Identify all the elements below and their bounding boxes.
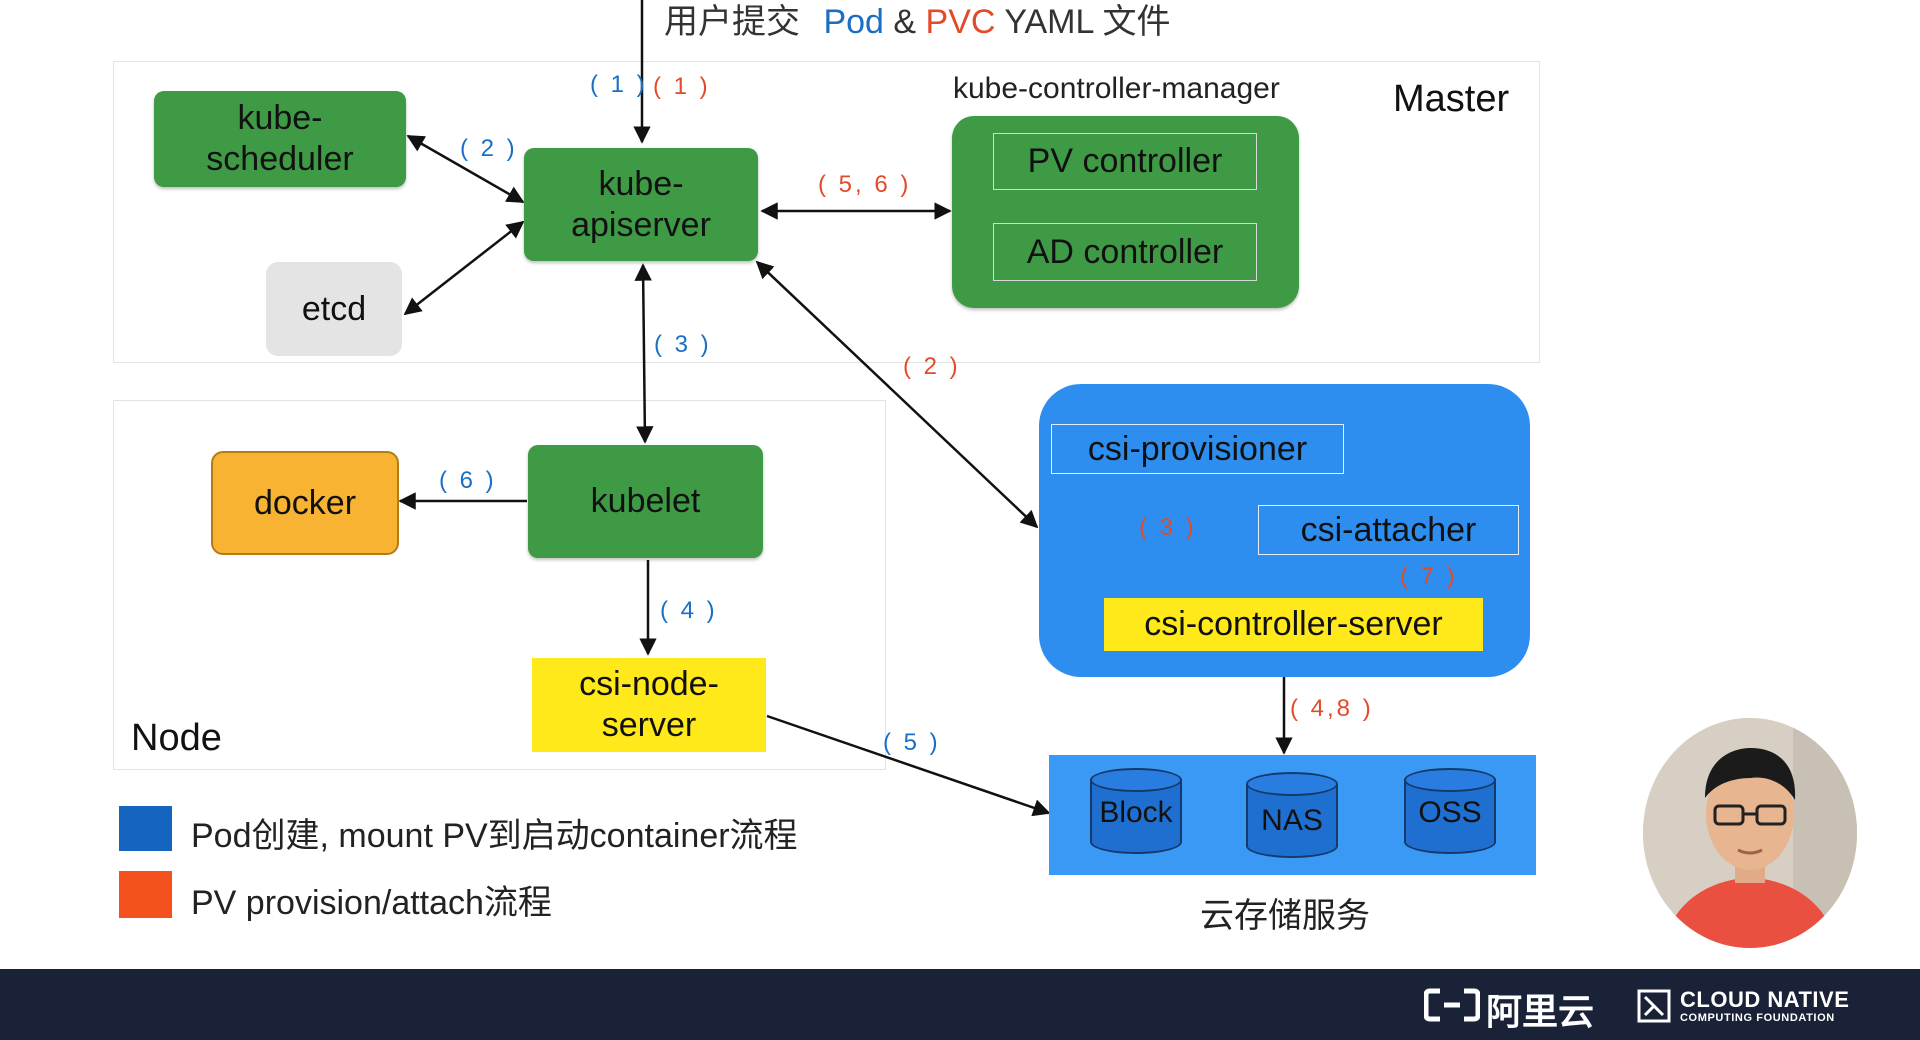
step-blue-6: ( 6 ) [439,467,497,494]
step-red-4-8: ( 4,8 ) [1290,695,1374,722]
cncf-logo-icon [1637,989,1671,1023]
header-amp: & [893,3,917,41]
header-prefix: 用户提交 [664,3,800,41]
presenter-webcam [1643,718,1857,948]
step-red-2: ( 2 ) [903,353,961,380]
cncf-line2: COMPUTING FOUNDATION [1680,1012,1835,1024]
kube-scheduler-box: kube- scheduler [154,91,406,187]
step-blue-2: ( 2 ) [460,135,518,162]
csi-controller-server-box: csi-controller-server [1104,598,1483,651]
footer-bar: 阿里云 CLOUD NATIVE COMPUTING FOUNDATION [0,969,1920,1040]
legend-blue-swatch [119,806,172,851]
kube-apiserver-box: kube- apiserver [524,148,758,261]
step-red-7: ( 7 ) [1400,563,1458,590]
step-red-3: ( 3 ) [1139,514,1197,541]
oss-storage-icon: OSS [1404,768,1496,854]
header-pvc: PVC [925,3,996,41]
step-blue-1: ( 1 ) [590,71,648,98]
aliyun-logo-icon [1424,988,1480,1022]
csi-attacher-box: csi-attacher [1258,505,1519,555]
node-frame [113,400,886,770]
header-title: 用户提交 Pod & PVC YAML 文件 [664,0,1171,43]
presenter-avatar-icon [1643,718,1857,948]
step-red-1: ( 1 ) [653,73,711,100]
oss-label: OSS [1418,796,1482,829]
docker-box: docker [211,451,399,555]
cncf-line1: CLOUD NATIVE [1680,987,1850,1012]
node-label: Node [131,717,222,759]
block-label: Block [1099,796,1173,829]
kube-controller-manager-box [952,116,1299,308]
ad-controller-box: AD controller [993,223,1257,281]
header-pod: Pod [823,3,884,41]
step-red-5-6: ( 5, 6 ) [818,171,912,198]
kcm-label: kube-controller-manager [953,72,1280,105]
block-storage-icon: Block [1090,768,1182,854]
legend-red-label: PV provision/attach流程 [191,884,552,922]
aliyun-label: 阿里云 [1486,991,1595,1032]
legend-red-swatch [119,871,172,918]
pv-controller-box: PV controller [993,133,1257,190]
csi-node-server-box: csi-node- server [532,658,766,752]
header-suffix: YAML 文件 [1004,3,1171,41]
nas-storage-icon: NAS [1246,772,1338,858]
etcd-box: etcd [266,262,402,356]
kubelet-box: kubelet [528,445,763,558]
legend-blue-label: Pod创建, mount PV到启动container流程 [191,817,798,855]
step-blue-5: ( 5 ) [883,729,941,756]
step-blue-3: ( 3 ) [654,331,712,358]
arrow-apiserver-kubelet [634,263,654,444]
arrow-apiserver-csi [755,260,1039,529]
arrow-csinode-storage [766,714,1051,817]
cloud-storage-caption: 云存储服务 [1200,897,1370,935]
csi-provisioner-box: csi-provisioner [1051,424,1344,474]
nas-label: NAS [1261,804,1323,837]
step-blue-4: ( 4 ) [660,597,718,624]
arrow-scheduler-apiserver [406,134,525,204]
arrow-etcd-apiserver [403,220,525,316]
master-label: Master [1393,78,1510,120]
